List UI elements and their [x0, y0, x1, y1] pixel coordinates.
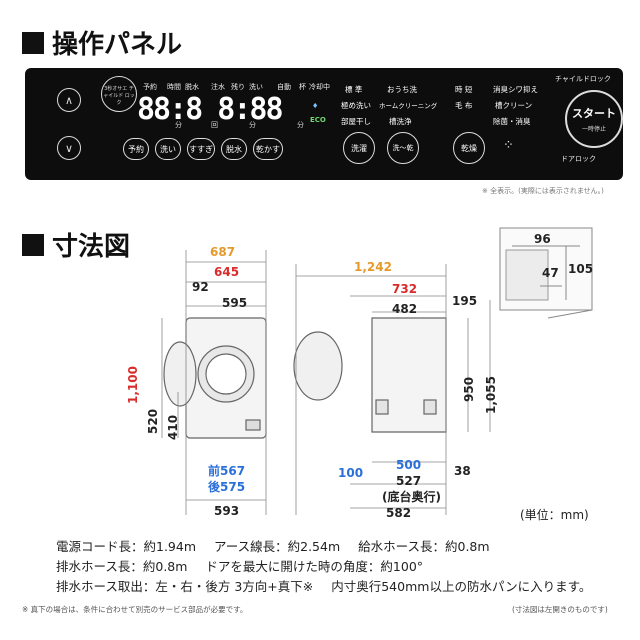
reserve-button[interactable]: 予約 [123, 138, 149, 160]
start-label: スタート [572, 107, 616, 120]
drop-icon: ♦ [312, 102, 319, 110]
dim-195: 195 [452, 294, 478, 308]
door-lock-label: ドアロック [561, 155, 596, 163]
dimension-heading: 寸法図 [22, 226, 130, 263]
control-panel: ∧ ∨ 3秒オサエ チャイルド ロック 予約 時間 脱水 注水 残り 洗い 自動… [25, 68, 623, 180]
dim-38: 38 [454, 464, 471, 478]
footnote-right: (寸法図は左開きのものです) [512, 605, 608, 614]
child-lock-3sec-button[interactable]: 3秒オサエ チャイルド ロック [101, 76, 137, 112]
spin-button[interactable]: 脱水 [221, 138, 247, 160]
start-button[interactable]: スタート 一時停止 [565, 90, 623, 148]
dim-1055: 1,055 [484, 376, 498, 414]
label-cooling: 冷却中 [309, 83, 330, 91]
dim-1100: 1,100 [126, 366, 140, 404]
dry-mode-button[interactable]: 乾燥 [453, 132, 485, 164]
label-reserve: 予約 [143, 83, 157, 91]
label-spin: 脱水 [185, 83, 199, 91]
heading-square-icon [22, 31, 44, 54]
spec-row-1: 電源コード長：約1.94m アース線長：約2.54m 給水ホース長：約0.8m [56, 536, 504, 555]
dim-92: 92 [192, 280, 209, 294]
down-arrow-button[interactable]: ∨ [57, 136, 81, 160]
spec-waterproof-pan: 内寸奥行540mm以上の防水パンに入ります。 [331, 579, 592, 594]
dim-582: 582 [386, 506, 412, 520]
course-tub-clean[interactable]: 槽洗浄 [389, 117, 412, 126]
label-remain: 残り [231, 83, 245, 91]
course-indoor-dry[interactable]: 部屋干し [341, 117, 371, 126]
dim-back-575: 後575 [208, 480, 246, 494]
course-home-cleaning[interactable]: ホームクリーニング [379, 102, 438, 110]
dim-base-depth: (底台奥行) [382, 490, 441, 504]
spec-earth-wire: アース線長：約2.54m [214, 539, 341, 554]
panel-note: ※ 全表示。(実際には表示されません。) [482, 187, 604, 195]
dim-410: 410 [166, 414, 180, 440]
child-lock-label: チャイルドロック [555, 75, 611, 83]
course-blanket[interactable]: 毛 布 [455, 101, 473, 110]
dim-105: 105 [568, 262, 594, 276]
dim-520: 520 [146, 408, 160, 434]
eco-indicator: ECO [310, 116, 326, 124]
spec-supply-hose: 給水ホース長：約0.8m [358, 539, 490, 554]
dimension-heading-text: 寸法図 [52, 232, 131, 262]
dim-593: 593 [214, 504, 240, 518]
spec-power-cord: 電源コード長：約1.94m [56, 539, 197, 554]
unit-label: (単位：mm) [520, 508, 589, 522]
spec-row-3: 排水ホース取出：左・右・後方 3方向+真下※ 内寸奥行540mm以上の防水パンに… [56, 576, 605, 595]
dry-button[interactable]: 乾かす [253, 138, 283, 160]
spec-row-2: 排水ホース長：約0.8m ドアを最大に開けた時の角度：約100° [56, 556, 437, 575]
unit-min-2: 分 [249, 121, 256, 129]
dim-front-567: 前567 [208, 464, 246, 478]
unit-min-3: 分 [297, 121, 304, 129]
footnote-left: ※ 真下の場合は、条件に合わせて別売のサービス部品が必要です。 [22, 605, 248, 614]
digital-display: 88:8 8:88 [137, 92, 284, 127]
dim-47: 47 [542, 266, 559, 280]
wash-dry-mode-button[interactable]: 洗〜乾 [387, 132, 419, 164]
spec-drain-outlet: 排水ホース取出：左・右・後方 3方向+真下※ [56, 579, 314, 594]
panel-heading: 操作パネル [22, 24, 182, 61]
dim-482: 482 [392, 302, 418, 316]
label-cup: 杯 [299, 83, 306, 91]
heading-square-icon [22, 233, 44, 256]
rinse-button[interactable]: すすぎ [187, 138, 215, 160]
wash-button[interactable]: 洗い [155, 138, 181, 160]
dim-645: 645 [214, 265, 240, 279]
pause-label: 一時停止 [581, 126, 606, 133]
up-arrow-button[interactable]: ∧ [57, 88, 81, 112]
dim-100: 100 [338, 466, 364, 480]
panel-heading-text: 操作パネル [52, 30, 183, 60]
inset-drawing [499, 227, 593, 319]
course-quick[interactable]: 時 短 [455, 85, 473, 94]
dim-687: 687 [210, 245, 236, 259]
course-deodorize[interactable]: 消臭シワ抑え [493, 85, 538, 94]
course-kiwame[interactable]: 極め洗い [341, 101, 371, 110]
side-view-drawing [293, 317, 447, 433]
dim-950: 950 [462, 376, 476, 402]
label-time: 時間 [167, 83, 181, 91]
front-view-drawing [163, 317, 267, 439]
dim-96: 96 [534, 232, 551, 246]
grape-icon: ⁘ [503, 138, 514, 153]
spec-door-angle: ドアを最大に開けた時の角度：約100° [205, 559, 424, 574]
dim-595: 595 [222, 296, 248, 310]
unit-times: 回 [211, 121, 218, 129]
wash-mode-button[interactable]: 洗濯 [343, 132, 375, 164]
dim-732: 732 [392, 282, 418, 296]
label-water: 注水 [211, 83, 225, 91]
label-wash: 洗い [249, 83, 263, 91]
label-auto: 自動 [277, 83, 291, 91]
course-standard[interactable]: 標 準 [345, 85, 363, 94]
dim-527: 527 [396, 474, 422, 488]
dim-1242: 1,242 [354, 260, 392, 274]
course-tub-clean-2[interactable]: 槽クリーン [495, 101, 533, 110]
course-home-wash[interactable]: おうち洗 [387, 85, 417, 94]
unit-min-1: 分 [175, 121, 182, 129]
dim-500: 500 [396, 458, 422, 472]
spec-drain-hose: 排水ホース長：約0.8m [56, 559, 188, 574]
course-sterilize[interactable]: 除菌・消臭 [493, 117, 531, 126]
